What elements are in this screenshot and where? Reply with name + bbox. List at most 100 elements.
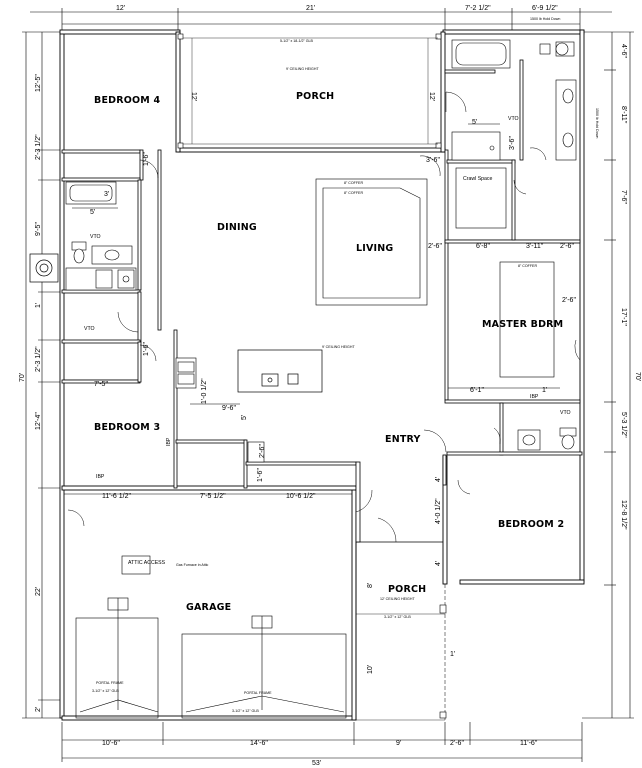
dim-int-21: 1'-6": [257, 468, 264, 482]
dim-int-1: 12': [428, 92, 435, 101]
dim-right-3: 17'-1": [620, 308, 627, 326]
crawl-space-label: Crawl Space: [463, 176, 493, 182]
dim-int-11: 2'-6": [560, 243, 574, 250]
front-porch-beam-note: 3-1/2" x 12" GLB: [384, 615, 411, 619]
garage-elements: [75, 555, 347, 719]
bath2-fixtures: [517, 427, 577, 451]
dim-right-4: 5'-3 1/2": [620, 412, 627, 438]
dim-bottom-1: 14'-6": [250, 740, 268, 747]
dim-top-3: 6'-9 1/2": [532, 5, 558, 12]
room-label-porch-front: PORCH: [388, 584, 426, 595]
room-label-porch-top: PORCH: [296, 91, 334, 102]
room-label-bedroom2: BEDROOM 2: [498, 519, 564, 530]
interior-walls: [61, 59, 583, 543]
dim-int-0: 12': [190, 92, 197, 101]
dim-int-29: 10': [367, 665, 374, 674]
dim-int-13: 1'-6": [143, 342, 150, 356]
dim-int-14: 7'-5": [94, 381, 108, 388]
dim-left-7: 2': [35, 707, 42, 712]
ibp-label-3: IBP: [166, 437, 172, 446]
coffer-outer-note: 8" COFFER: [344, 181, 363, 185]
dim-int-16: 9'-6": [222, 405, 236, 412]
dim-right-6: 70': [634, 372, 641, 381]
dim-int-27: 4': [435, 561, 442, 566]
dimension-lines: [22, 8, 634, 762]
master-coffer-note: 8" COFFER: [518, 264, 537, 268]
dim-bottom-5: 53': [312, 760, 321, 767]
dim-right-2: 7'-6": [620, 190, 627, 204]
living-coffer: [315, 178, 428, 306]
dim-bottom-0: 10'-6": [102, 740, 120, 747]
dim-int-12: 2'-6": [562, 297, 576, 304]
dim-bottom-4: 11'-6": [520, 740, 538, 747]
attic-access-label: ATTIC ACCESS: [128, 560, 166, 566]
dim-bottom-2: 9': [396, 740, 401, 747]
gas-furnace-note: Gas Furnace in Attic: [176, 563, 209, 567]
vto-label-2: VTO: [90, 234, 101, 240]
master-bath-fixtures: [451, 39, 577, 229]
room-label-living: LIVING: [356, 243, 393, 254]
dim-right-5: 12'-8 1/2": [620, 500, 627, 530]
dim-int-9: 6'-8": [476, 243, 490, 250]
vto-label-1: VTO: [508, 116, 519, 122]
dim-left-5: 12'-4": [35, 412, 42, 430]
dim-int-7: 3'-6": [426, 157, 440, 164]
ibp-label-1: IBP: [96, 474, 105, 480]
dim-int-28: 8': [367, 583, 374, 588]
dim-left-0: 12'-5": [35, 74, 42, 92]
dim-int-18: 6'-1": [470, 387, 484, 394]
dim-right-0: 4'-6": [620, 44, 627, 58]
dim-int-30: 1': [450, 651, 455, 658]
room-label-bedroom3: BEDROOM 3: [94, 422, 160, 433]
dim-int-26: 4'-0 1/2": [435, 498, 442, 524]
holddown-note-2: 1500 lb Hold Down: [595, 108, 599, 138]
hall-bath-fixtures: [65, 181, 137, 291]
dim-left-2: 9'-5": [35, 222, 42, 236]
kitchen-counter: [175, 357, 265, 463]
glb-note-1: 3-1/2" x 12" GLB: [92, 689, 119, 693]
dim-int-10: 3'-11": [526, 243, 544, 250]
room-label-garage: GARAGE: [186, 602, 231, 613]
dim-top-0: 12': [116, 5, 125, 12]
dim-int-19: 1': [542, 387, 547, 394]
dim-bottom-3: 2'-6": [450, 740, 464, 747]
dim-int-2: 5': [90, 209, 95, 216]
kitchen-island: [237, 349, 323, 393]
dim-int-4: 1'-6": [143, 152, 150, 166]
coffer-inner-note: 8" COFFER: [344, 191, 363, 195]
room-label-master: MASTER BDRM: [482, 319, 563, 330]
dim-int-20: 2'-6": [259, 444, 266, 458]
dim-int-5: 5': [472, 119, 477, 126]
holddown-note-1: 1500 lb Hold Down: [530, 17, 560, 21]
vto-label-3: VTO: [84, 326, 95, 332]
dim-int-17: 5': [241, 415, 248, 420]
dim-int-15: 1'-0 1/2": [201, 378, 208, 404]
dim-left-1: 2'-3 1/2": [35, 134, 42, 160]
dim-int-25: 4': [435, 477, 442, 482]
porch-top-outline: [183, 37, 438, 145]
door-swings: [67, 91, 581, 543]
room-label-entry: ENTRY: [385, 434, 421, 445]
dim-left-6: 22': [35, 587, 42, 596]
ibp-label-2: IBP: [530, 394, 539, 400]
dim-int-3: 3': [104, 191, 109, 198]
portal-frame-1: PORTAL FRAME: [96, 681, 124, 685]
master-coffer: [499, 261, 555, 378]
dim-int-22: 11'-6 1/2": [102, 493, 132, 500]
vto-label-4: VTO: [560, 410, 571, 416]
room-label-bedroom4: BEDROOM 4: [94, 95, 160, 106]
porch-posts: [177, 33, 447, 719]
room-label-dining: DINING: [217, 222, 257, 233]
porch-beam-note: 5-1/2" x 18-1/2" GLB: [280, 39, 314, 43]
dim-top-2: 7'-2 1/2": [465, 5, 491, 12]
portal-frame-2: PORTAL FRAME: [244, 691, 272, 695]
dim-left-3: 1': [35, 303, 42, 308]
water-heater: [29, 253, 59, 283]
porch-ceiling-note: 9' CEILING HEIGHT: [286, 67, 319, 71]
dim-int-6: 3'-6": [509, 136, 516, 150]
front-porch-ceiling-note: 12' CEILING HEIGHT: [380, 597, 415, 601]
glb-note-2: 3-1/2" x 12" GLB: [232, 709, 259, 713]
dim-int-24: 10'-6 1/2": [286, 493, 316, 500]
dim-left-4: 2'-3 1/2": [35, 346, 42, 372]
